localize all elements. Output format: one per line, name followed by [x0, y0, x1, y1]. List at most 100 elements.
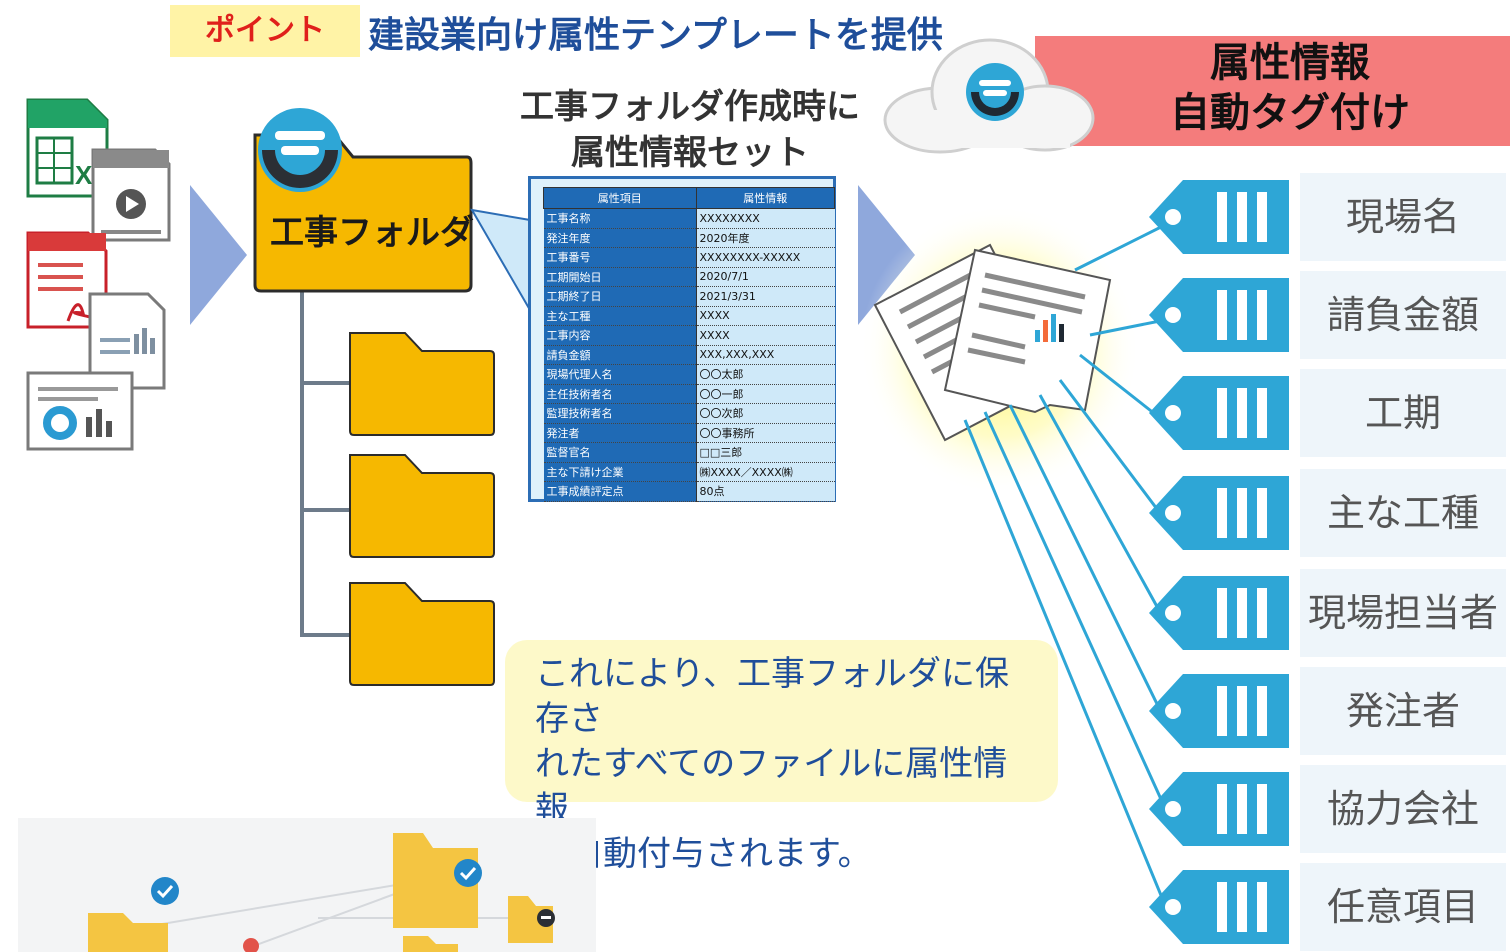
fileforce-logo-icon — [966, 63, 1024, 121]
attribute-value: XXXX — [696, 325, 835, 346]
tag-label: 現場名 — [1300, 173, 1506, 261]
tag-icon — [1149, 870, 1289, 944]
attribute-key: 主な工種 — [543, 306, 697, 326]
table-row: 監督官名□□三郎 — [543, 442, 835, 463]
tag-icon — [1149, 576, 1289, 650]
error-badge-icon — [243, 938, 259, 952]
attribute-value: □□三郎 — [696, 442, 835, 463]
documents-illustration — [860, 205, 1140, 495]
attribute-key: 請負金額 — [543, 345, 697, 365]
note-line-1: これにより、工事フォルダに保存さ — [535, 654, 1009, 739]
attribute-key: 発注年度 — [543, 228, 697, 248]
subfolder-icon-3 — [349, 582, 495, 686]
attribute-value: 〇〇次郎 — [696, 403, 835, 424]
attribute-value: 2021/3/31 — [696, 286, 835, 307]
tag-label: 請負金額 — [1300, 271, 1506, 359]
tag-icon — [1149, 180, 1289, 254]
note-line-3: が自動付与されます。 — [535, 834, 872, 874]
caption-line-1: 工事フォルダ作成時に — [520, 87, 860, 127]
main-folder-icon — [253, 108, 473, 293]
tag-banner — [1035, 36, 1510, 146]
attribute-value: XXXXXXXX-XXXXX — [696, 247, 835, 268]
attribute-value: XXXXXXXX — [696, 208, 835, 229]
cloud-icon — [883, 38, 1095, 154]
attribute-value: 〇〇太郎 — [696, 364, 835, 385]
folder-network-illustration — [18, 818, 596, 952]
attribute-key: 監督官名 — [543, 442, 697, 463]
video-file-icon — [91, 148, 171, 242]
headline: 建設業向け属性テンプレートを提供 — [368, 15, 943, 56]
attribute-key: 現場代理人名 — [543, 364, 697, 385]
folder-icon-a — [88, 913, 168, 952]
note-bubble: これにより、工事フォルダに保存さ れたすべてのファイルに属性情報 が自動付与され… — [505, 640, 1058, 874]
attribute-value: 〇〇一郎 — [696, 384, 835, 404]
arrow-right-icon — [190, 185, 247, 325]
attribute-set-caption: 工事フォルダ作成時に 属性情報セット — [515, 84, 865, 176]
banner-title: 属性情報 自動タグ付け — [1120, 38, 1460, 138]
point-badge: ポイント — [170, 5, 360, 57]
folder-icon-b — [393, 833, 478, 928]
attribute-value: 〇〇事務所 — [696, 423, 835, 443]
report-file-icon — [88, 292, 166, 390]
tag-icon — [1149, 772, 1289, 846]
folder-icon-d — [403, 936, 458, 952]
note-line-2: れたすべてのファイルに属性情報 — [535, 744, 1008, 829]
attribute-key: 主任技術者名 — [543, 384, 697, 404]
folder-label: 工事フォルダ — [270, 213, 474, 253]
tag-icon — [1149, 674, 1289, 748]
table-row: 主任技術者名〇〇一郎 — [543, 384, 835, 404]
tag-icon — [1149, 278, 1289, 352]
banner-line-1: 属性情報 — [1210, 40, 1370, 86]
check-badge-icon-2 — [454, 859, 482, 887]
attribute-key: 工期終了日 — [543, 286, 697, 307]
folder-tree — [253, 108, 495, 686]
tag-label: 主な工種 — [1300, 469, 1506, 557]
attribute-value: 80点 — [696, 481, 835, 502]
attribute-key: 発注者 — [543, 423, 697, 443]
attribute-key: 監理技術者名 — [543, 403, 697, 424]
tag-label: 工期 — [1300, 369, 1506, 457]
tag-label: 任意項目 — [1300, 863, 1506, 951]
arrow-right-icon-2 — [858, 185, 915, 325]
attribute-key: 工事名称 — [543, 208, 697, 229]
table-header-item: 属性項目 — [543, 187, 697, 209]
folder-icon-c — [508, 896, 553, 943]
attribute-key: 工事成績評定点 — [543, 481, 697, 502]
tag-icon — [1149, 476, 1289, 550]
chart-document-icon — [943, 248, 1112, 414]
attribute-key: 主な下請け企業 — [543, 462, 697, 482]
attribute-value: 2020年度 — [696, 228, 835, 248]
attribute-value: ㈱XXXX／XXXX㈱ — [696, 462, 835, 482]
table-row: 監理技術者名〇〇次郎 — [543, 403, 835, 424]
pdf-file-icon — [26, 231, 108, 329]
tag-label: 発注者 — [1300, 667, 1506, 755]
attribute-key: 工期開始日 — [543, 267, 697, 287]
subfolder-icon-2 — [349, 454, 495, 558]
tag-label: 現場担当者 — [1300, 569, 1506, 657]
tag-icon — [1149, 376, 1289, 450]
caption-line-2: 属性情報セット — [571, 133, 809, 173]
check-badge-icon — [151, 877, 179, 905]
attribute-key: 工事番号 — [543, 247, 697, 268]
table-row: 発注者〇〇事務所 — [543, 423, 835, 443]
banner-line-2: 自動タグ付け — [1170, 90, 1410, 136]
subfolder-icon-1 — [349, 332, 495, 436]
file-icons-group: X — [26, 98, 171, 451]
attribute-value: XXX,XXX,XXX — [696, 345, 835, 365]
dashboard-file-icon — [26, 371, 134, 451]
table-header-value: 属性情報 — [695, 187, 835, 209]
table-row: 主な下請け企業㈱XXXX／XXXX㈱ — [543, 462, 835, 482]
tag-label: 協力会社 — [1300, 765, 1506, 853]
attribute-value: XXXX — [696, 306, 835, 326]
